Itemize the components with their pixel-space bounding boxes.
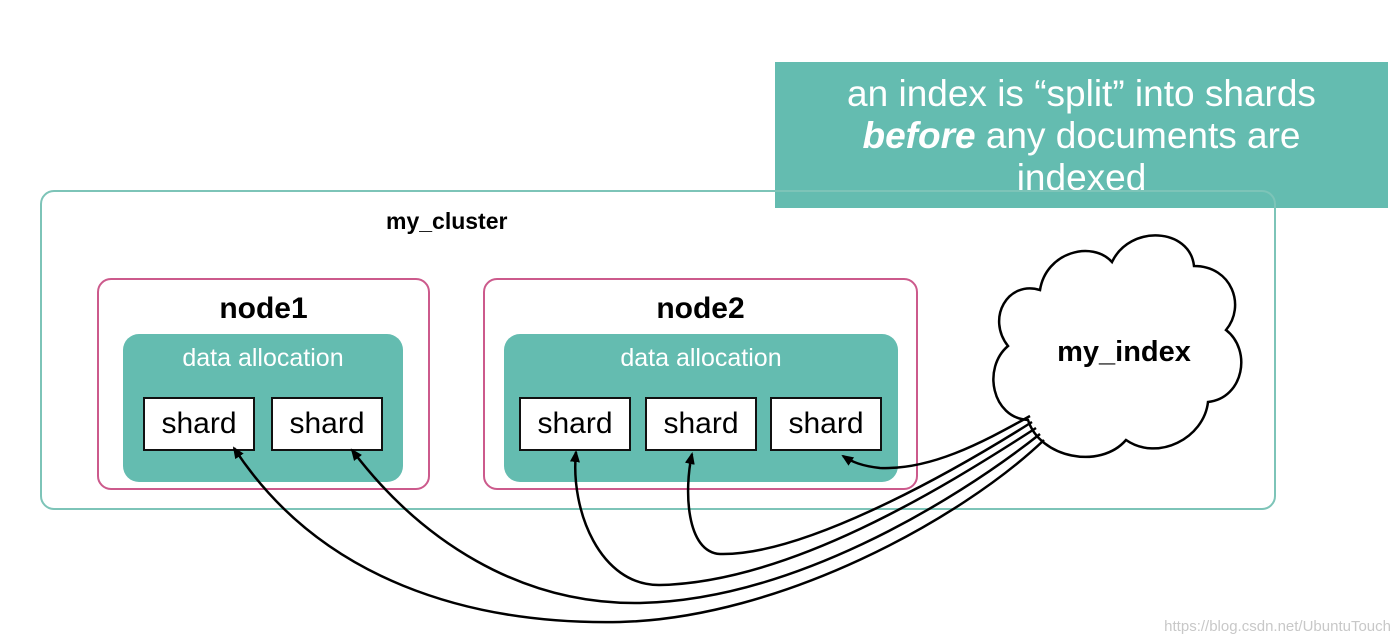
callout-line-1: an index is “split” into shards (847, 73, 1316, 114)
cluster-box (40, 190, 1276, 510)
callout-line-2-rest: any documents are (975, 115, 1301, 156)
watermark: https://blog.csdn.net/UbuntuTouch (1164, 618, 1391, 635)
arrow-to-node2-shard-3 (841, 414, 1031, 470)
arrow-to-node2-shard-2 (684, 420, 1033, 556)
callout-emphasis: before (862, 115, 976, 156)
arrow-to-node1-shard-1 (232, 439, 1045, 624)
node2-title: node2 (656, 292, 745, 325)
callout-line-2: before any documents are (775, 115, 1388, 157)
arrow-to-node1-shard-2 (350, 433, 1041, 605)
node2-shard-2: shard (645, 397, 757, 451)
cluster-title: my_cluster (386, 208, 508, 234)
arrow-to-node2-shard-1 (570, 426, 1037, 587)
node1-title: node1 (219, 292, 308, 325)
node1-shard-2: shard (271, 397, 383, 451)
index-label: my_index (1057, 336, 1191, 368)
node2-shard-3: shard (770, 397, 882, 451)
node2-shard-1: shard (519, 397, 631, 451)
node1-allocation-label: data allocation (182, 344, 344, 372)
node2-allocation-label: data allocation (620, 344, 782, 372)
node1-shard-1: shard (143, 397, 255, 451)
node2-box (483, 278, 918, 490)
cloud-icon (992, 234, 1243, 459)
